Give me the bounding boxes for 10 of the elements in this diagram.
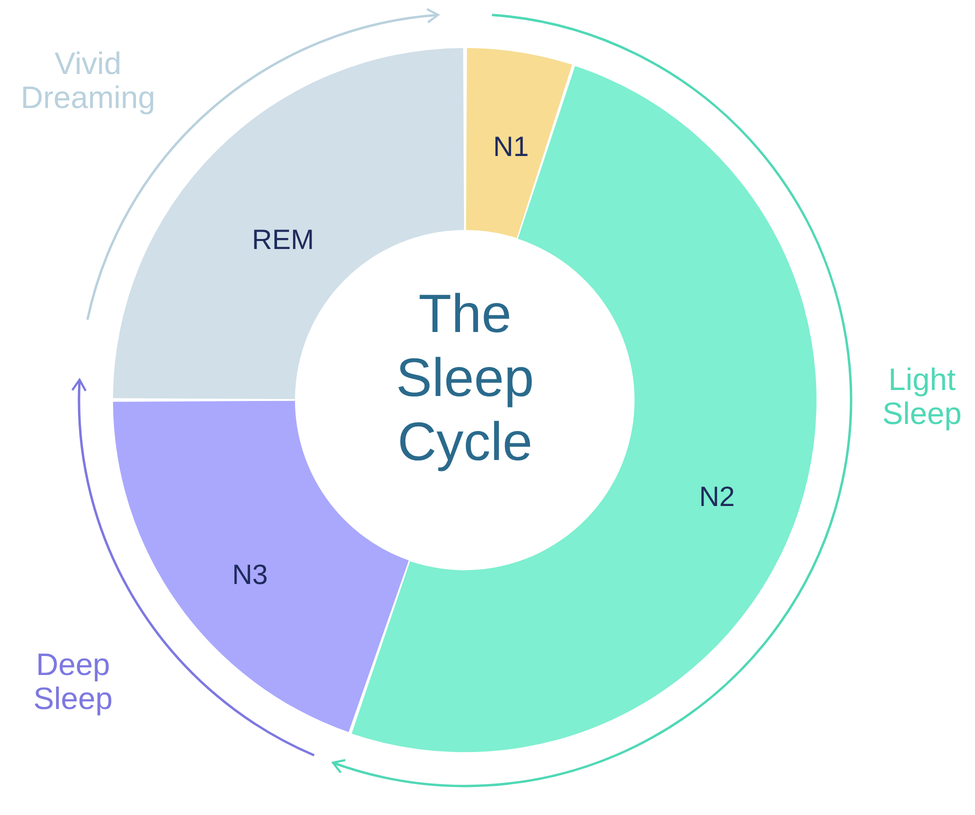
phase-label: Light Sleep — [881, 363, 963, 431]
segment-label: N1 — [493, 130, 529, 163]
phase-label: Deep Sleep — [32, 648, 114, 716]
segment-label: REM — [252, 224, 314, 256]
center-title: The Sleep Cycle — [394, 283, 536, 474]
segment-label: N2 — [699, 480, 735, 513]
phase-label: Vivid Dreaming — [20, 47, 156, 115]
donut-segment — [466, 48, 572, 238]
segment-label: N3 — [232, 558, 268, 591]
donut-segment — [352, 66, 817, 752]
